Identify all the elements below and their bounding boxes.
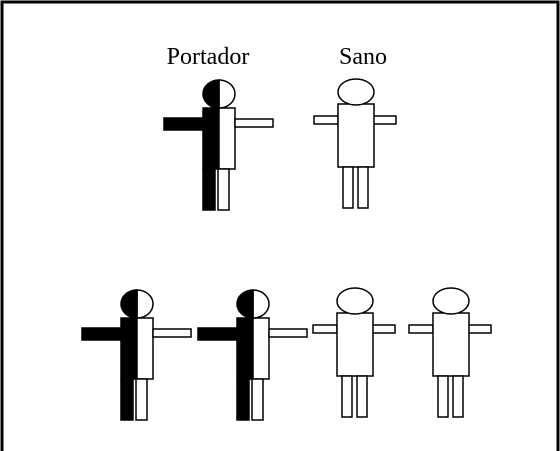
figure-carrier: [163, 79, 274, 211]
label-carrier: Portador: [167, 44, 250, 70]
figure-healthy: [408, 287, 492, 418]
figure-carrier: [81, 289, 192, 421]
figure-healthy: [312, 287, 396, 418]
figure-healthy: [313, 78, 397, 209]
label-healthy: Sano: [339, 44, 387, 70]
figure-carrier: [197, 289, 308, 421]
